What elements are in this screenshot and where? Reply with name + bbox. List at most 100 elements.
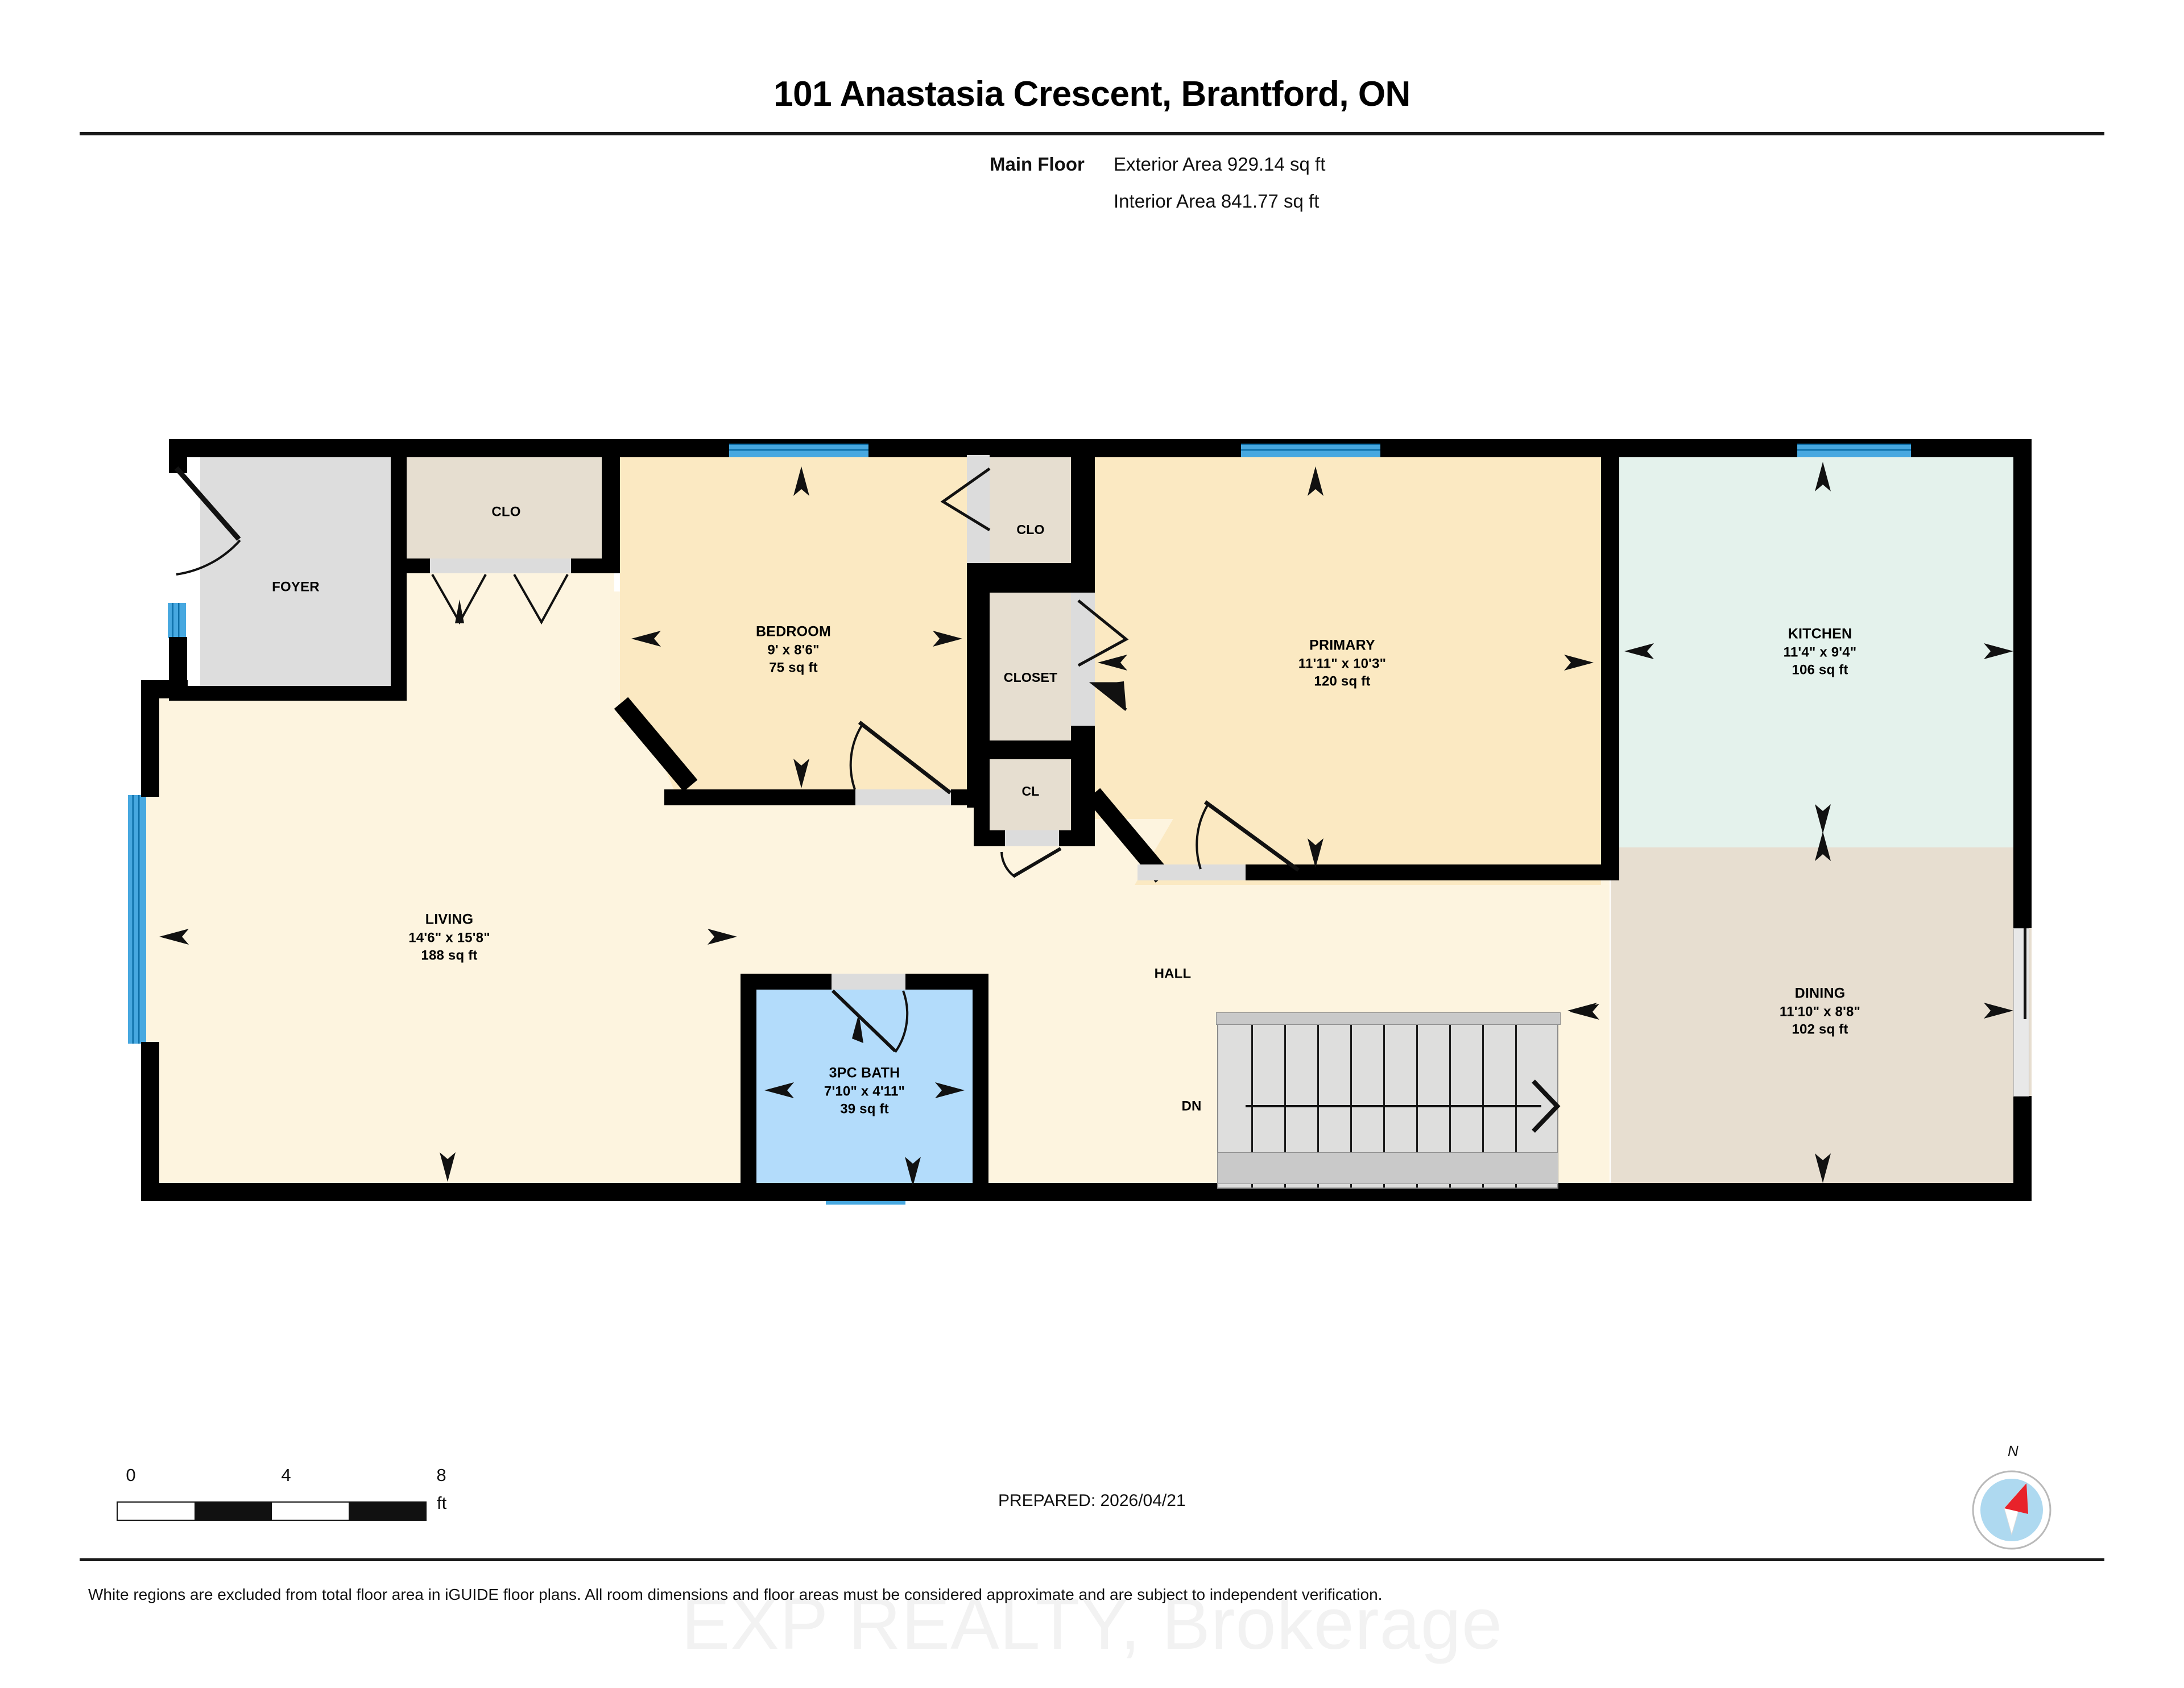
room-label-bedroom: BEDROOM 9' x 8'6" 75 sq ft (756, 623, 831, 677)
room-fill-bedroom (620, 455, 967, 722)
wall-left-lower (141, 1042, 159, 1201)
wall-top-cap (169, 439, 2032, 444)
bath-door-swing (826, 988, 928, 1074)
room-name-kitchen: KITCHEN (1788, 626, 1852, 642)
room-name-closet: CLOSET (1003, 670, 1058, 685)
clo1-door-swing-left (430, 573, 493, 636)
room-fill-primary (1095, 455, 1601, 819)
room-label-closet: CLOSET (1004, 669, 1057, 686)
wall-clo2-bottom (974, 563, 1095, 593)
scale-tick-4: 4 (281, 1465, 291, 1485)
wall-bath-right (973, 974, 988, 1201)
scale-seg-1 (118, 1503, 195, 1520)
window-left-foyer (168, 603, 186, 638)
room-dim-kitchen: 11'4" x 9'4" (1783, 644, 1857, 660)
stair-direction-arrowhead (1530, 1078, 1564, 1137)
room-area-kitchen: 106 sq ft (1792, 662, 1848, 678)
scale-seg-3 (272, 1503, 349, 1520)
room-area-bath: 39 sq ft (840, 1101, 889, 1117)
room-name-dining: DINING (1794, 985, 1846, 1002)
stair-top-rail (1216, 1012, 1561, 1025)
room-name-cl: CL (1021, 784, 1040, 799)
room-name-primary: PRIMARY (1309, 637, 1375, 653)
scale-seg-4 (348, 1503, 425, 1520)
wall-primary-bottom (1194, 864, 1619, 880)
bath-door-opening (832, 974, 905, 990)
patio-slider-door (2013, 928, 2029, 1097)
room-fill-dining (1611, 847, 2032, 1201)
wall-left-upper (141, 680, 159, 797)
room-name-clo2: CLO (1016, 522, 1045, 537)
bedroom-door-swing (849, 718, 958, 797)
wall-cl-bottom (974, 830, 1005, 846)
room-area-bedroom: 75 sq ft (769, 660, 818, 676)
primary-door-swing (1196, 796, 1311, 876)
cl-door-opening (1005, 830, 1059, 846)
closet-door-swing (1074, 598, 1151, 729)
room-fill-kitchen (1611, 449, 2032, 847)
room-label-living: LIVING 14'6" x 15'8" 188 sq ft (408, 911, 490, 965)
floor-label: Main Floor (990, 154, 1085, 175)
room-label-bath: 3PC BATH 7'10" x 4'11" 39 sq ft (824, 1064, 905, 1118)
header-divider (80, 132, 2104, 135)
wall-foyer-bottom (169, 686, 407, 701)
wall-clo1-bottom-r (571, 558, 602, 573)
interior-area: Interior Area 841.77 sq ft (1114, 191, 1320, 212)
wall-right-upper (2013, 439, 2032, 928)
primary-door-opening (1138, 864, 1246, 880)
wall-closet-bottom (974, 740, 1095, 759)
wall-kitchen-left-stub (1601, 439, 1619, 462)
scale-unit-label: ft (437, 1493, 447, 1513)
room-dim-bedroom: 9' x 8'6" (767, 642, 820, 658)
room-fill-closet (990, 593, 1071, 740)
wall-bedroom-bottom-l (664, 789, 855, 805)
window-left-living (128, 795, 146, 1044)
wall-primary-right (1601, 455, 1619, 880)
room-fill-clo1 (406, 455, 602, 558)
room-label-primary: PRIMARY 11'11" x 10'3" 120 sq ft (1298, 636, 1386, 690)
room-label-kitchen: KITCHEN 11'4" x 9'4" 106 sq ft (1784, 625, 1857, 679)
scale-seg-2 (195, 1503, 272, 1520)
compass-north-label: N (2008, 1442, 2018, 1459)
room-area-living: 188 sq ft (421, 948, 478, 963)
wall-bottom (141, 1183, 2032, 1201)
room-label-clo1: CLO (491, 503, 520, 520)
wall-cl-bottom-r (1059, 830, 1095, 846)
stair-bottom-rail (1217, 1152, 1558, 1184)
scale-bar (117, 1501, 427, 1521)
room-fill-foyer (200, 455, 391, 700)
floor-meta: Main Floor Exterior Area 929.14 sq ft In… (990, 155, 1672, 229)
room-label-foyer: FOYER (272, 578, 320, 595)
bedroom-door-opening (855, 789, 951, 805)
cl-door-swing (998, 846, 1066, 903)
room-dim-bath: 7'10" x 4'11" (824, 1083, 905, 1099)
disclaimer-text: White regions are excluded from total fl… (88, 1586, 1383, 1603)
room-name-bedroom: BEDROOM (756, 623, 831, 640)
room-label-dining: DINING 11'10" x 8'8" 102 sq ft (1780, 984, 1860, 1039)
wall-clo1-bottom (406, 558, 430, 573)
wall-closet-right-a (1071, 439, 1095, 576)
prepared-date: PREPARED: 2026/04/21 (998, 1491, 1186, 1510)
room-name-living: LIVING (425, 911, 474, 928)
clo1-door-swing-right (512, 573, 574, 636)
scale-tick-0: 0 (126, 1465, 136, 1485)
room-name-bath: 3PC BATH (829, 1065, 900, 1081)
room-fill-clo2 (990, 455, 1071, 563)
room-label-hall: HALL (1155, 965, 1192, 982)
room-label-cl: CL (1021, 783, 1039, 800)
room-area-dining: 102 sq ft (1792, 1021, 1848, 1037)
stairs-dn-text: DN (1181, 1098, 1202, 1114)
room-name-hall: HALL (1154, 966, 1192, 982)
clo1-door-opening (430, 558, 571, 573)
scale-tick-8: 8 (436, 1465, 446, 1485)
foyer-entry-door-swing (171, 465, 273, 596)
wall-bath-left (741, 974, 756, 1201)
room-fill-bath (756, 990, 973, 1201)
room-dim-primary: 11'11" x 10'3" (1298, 656, 1387, 672)
compass-rose (1969, 1467, 2054, 1553)
stair-direction-line (1246, 1105, 1541, 1107)
exterior-area: Exterior Area 929.14 sq ft (1114, 154, 1326, 175)
room-name-foyer: FOYER (272, 579, 320, 595)
